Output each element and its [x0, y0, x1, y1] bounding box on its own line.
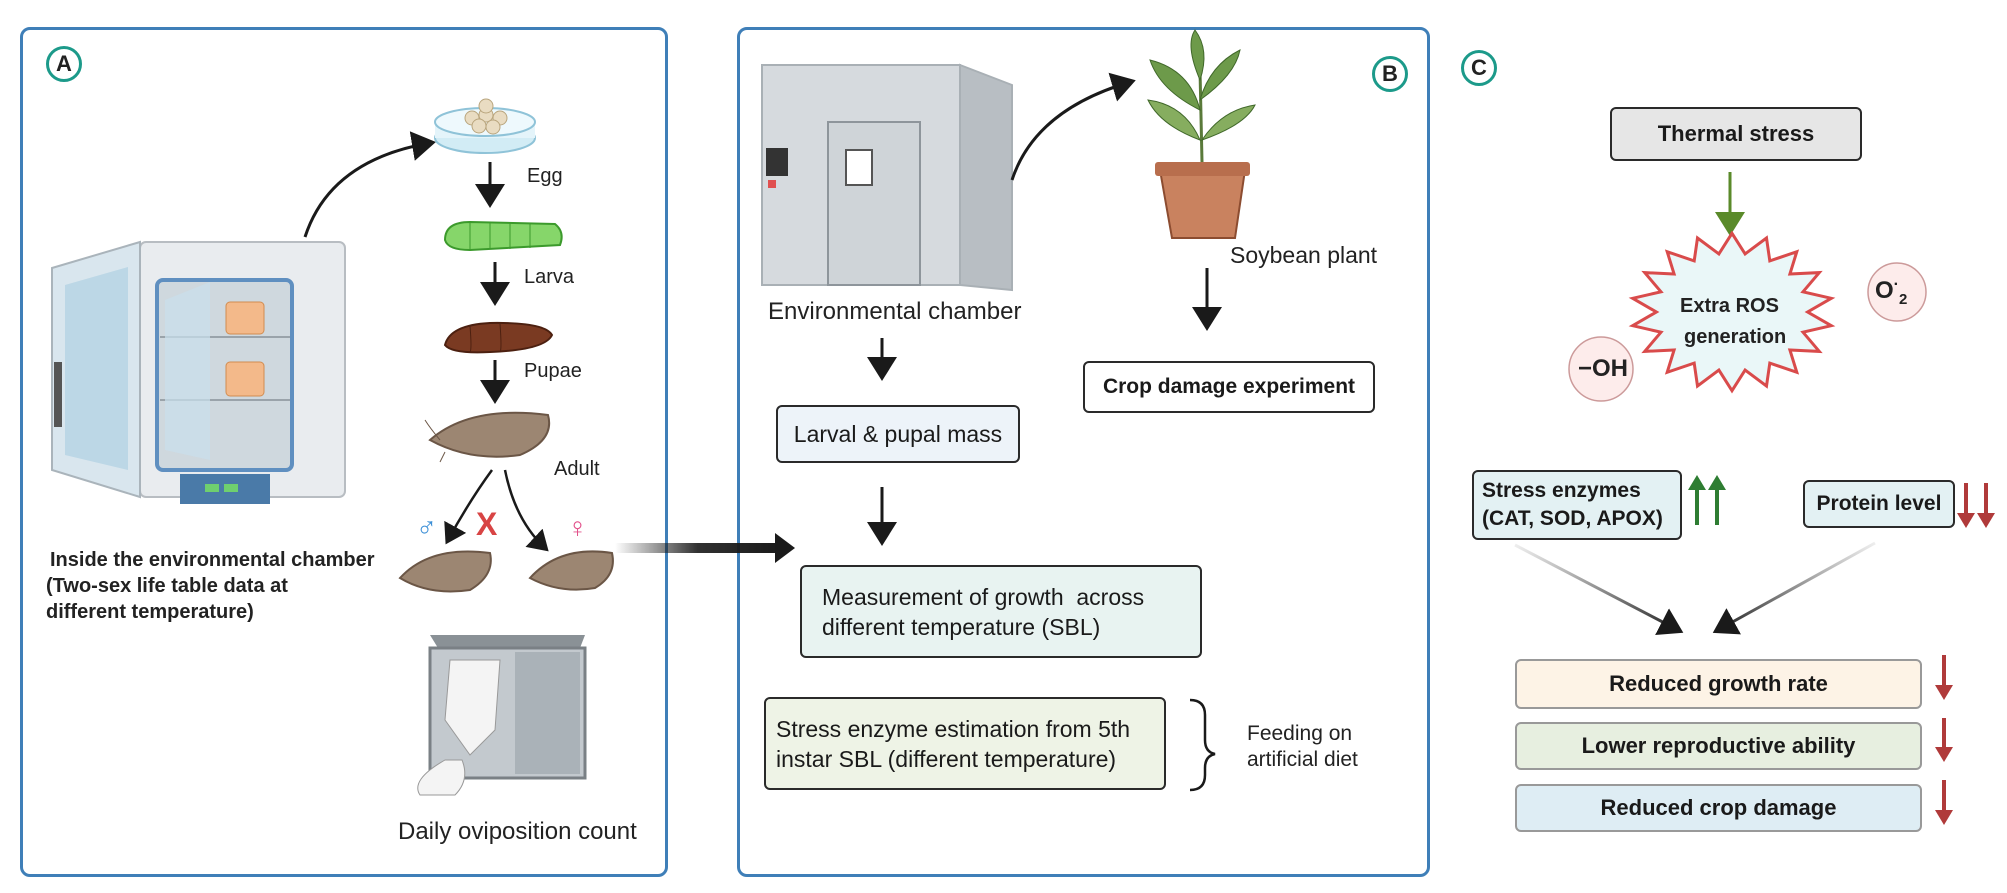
chamber-to-plant-arrow — [1010, 72, 1136, 181]
adult-to-male-arrow — [444, 469, 494, 545]
hydroxyl-label: −OH — [1578, 355, 1629, 382]
chamber-caption-line-3: different temperature) — [46, 601, 254, 623]
protein-level-box: Protein level — [1803, 480, 1955, 528]
superoxide-subscript: 2 — [1899, 290, 1908, 308]
superoxide-radical-dot: · — [1893, 276, 1899, 293]
adult-to-female-arrow — [503, 469, 549, 552]
feeding-line-2: artificial diet — [1247, 748, 1358, 771]
enzyme-line-1: Stress enzyme estimation from 5th — [776, 715, 1131, 742]
protein-to-outcomes-arrow — [1712, 541, 1876, 635]
thermal-stress-text: Thermal stress — [1657, 121, 1815, 146]
stress-enzymes-line-1: Stress enzymes — [1482, 479, 1641, 502]
panel-b-label: B — [1372, 56, 1408, 92]
outcome-crop-damage-text: Reduced crop damage — [1600, 795, 1837, 820]
oviposition-cage-illustration — [417, 635, 587, 796]
oviposition-label: Daily oviposition count — [398, 818, 637, 845]
outcome-growth-box: Reduced growth rate — [1515, 659, 1922, 709]
feeding-brace — [1189, 698, 1216, 792]
chamber-caption-line-2: (Two-sex life table data at — [46, 575, 288, 597]
outcome-growth-text: Reduced growth rate — [1609, 671, 1828, 696]
pupae-label: Pupae — [524, 360, 582, 382]
larval-pupal-mass-text: Larval & pupal mass — [793, 420, 1003, 447]
growth-measurement-box: Measurement of growth across different t… — [800, 565, 1202, 658]
male-moth-illustration — [398, 550, 492, 593]
cross-symbol: X — [476, 506, 498, 542]
larva-label: Larva — [524, 266, 575, 288]
stress-enzymes-line-2: (CAT, SOD, APOX) — [1482, 507, 1663, 530]
outcome-decrease-icons — [1935, 655, 1953, 825]
enzyme-line-2: instar SBL (different temperature) — [776, 745, 1117, 772]
superoxide-symbol: O — [1875, 277, 1894, 304]
thermal-stress-box: Thermal stress — [1610, 107, 1862, 161]
superoxide-label: O·2 — [1875, 276, 1907, 308]
enzymes-increase-icon — [1688, 475, 1726, 525]
soybean-plant-label: Soybean plant — [1230, 242, 1378, 268]
soybean-plant-illustration — [1147, 29, 1256, 239]
ros-line-1: Extra ROS — [1680, 295, 1779, 317]
outcome-reproduction-text: Lower reproductive ability — [1581, 733, 1856, 758]
enzymes-to-outcomes-arrow — [1514, 543, 1684, 635]
incubator-to-egg-arrow — [303, 131, 436, 238]
larval-pupal-mass-box: Larval & pupal mass — [776, 405, 1020, 463]
panel-a-to-b-arrow — [615, 543, 780, 553]
ros-burst-shape — [1628, 230, 1836, 394]
panel-a-label: A — [46, 46, 82, 82]
chamber-caption-line-1: Inside the environmental chamber — [50, 549, 375, 571]
crop-damage-text: Crop damage experiment — [1102, 375, 1356, 398]
female-symbol: ♀ — [567, 512, 588, 543]
crop-damage-box: Crop damage experiment — [1083, 361, 1375, 413]
outcome-reproduction-box: Lower reproductive ability — [1515, 722, 1922, 770]
enzyme-estimation-box: Stress enzyme estimation from 5th instar… — [764, 697, 1166, 790]
adult-moth-illustration — [424, 411, 551, 463]
male-symbol: ♂ — [416, 512, 437, 543]
outcome-crop-damage-box: Reduced crop damage — [1515, 784, 1922, 832]
egg-dish-illustration — [434, 98, 536, 154]
ros-line-2: generation — [1684, 326, 1787, 348]
panel-c-label: C — [1461, 50, 1497, 86]
hydroxyl-circle — [1568, 336, 1634, 402]
stress-enzymes-box: Stress enzymes (CAT, SOD, APOX) — [1472, 470, 1682, 540]
egg-label: Egg — [527, 165, 563, 187]
growth-line-1: Measurement of growth across — [822, 583, 1145, 610]
incubator-illustration — [51, 240, 346, 504]
growth-line-2: different temperature (SBL) — [822, 613, 1101, 640]
protein-decrease-icon — [1957, 483, 1995, 528]
adult-label: Adult — [554, 458, 600, 480]
environmental-chamber-illustration — [761, 63, 1013, 292]
larva-illustration — [443, 220, 563, 252]
environmental-chamber-label: Environmental chamber — [768, 298, 1022, 325]
superoxide-circle — [1867, 262, 1927, 322]
feeding-line-1: Feeding on — [1247, 722, 1353, 745]
pupa-illustration — [443, 321, 554, 354]
protein-level-text: Protein level — [1816, 492, 1942, 515]
female-moth-illustration — [528, 550, 614, 591]
